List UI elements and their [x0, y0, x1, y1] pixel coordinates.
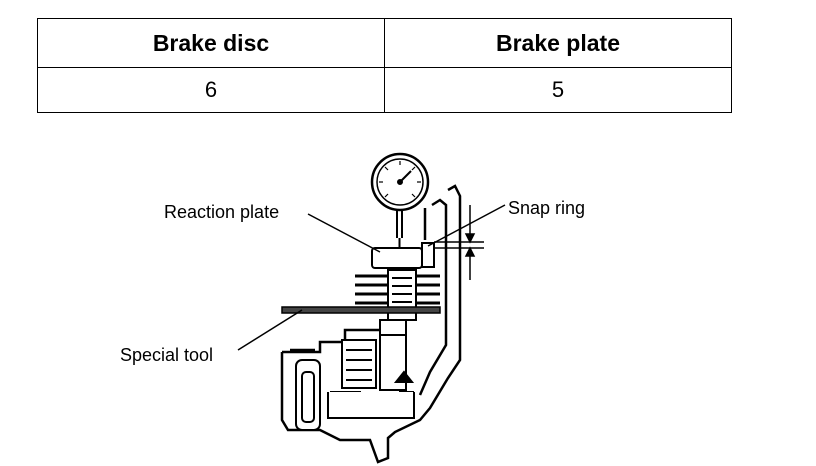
special-tool: [281, 306, 441, 314]
brake-disc-count: 6: [37, 67, 385, 113]
brake-plate-count: 5: [384, 67, 732, 113]
table-row: 6 5: [37, 67, 732, 113]
special-tool-label: Special tool: [120, 345, 214, 365]
snap-ring-label: Snap ring: [508, 198, 586, 218]
disc-plate-count-table: Brake disc Brake plate 6 5: [37, 18, 732, 113]
snap-ring: [421, 242, 435, 268]
header-brake-plate: Brake plate: [384, 18, 732, 68]
header-brake-disc: Brake disc: [37, 18, 385, 68]
table-header-row: Brake disc Brake plate: [37, 18, 732, 68]
piston-assembly: [295, 319, 415, 431]
dial-gauge-icon: [370, 152, 430, 248]
leader-lines: [237, 204, 506, 351]
reaction-plate-label: Reaction plate: [164, 202, 280, 222]
